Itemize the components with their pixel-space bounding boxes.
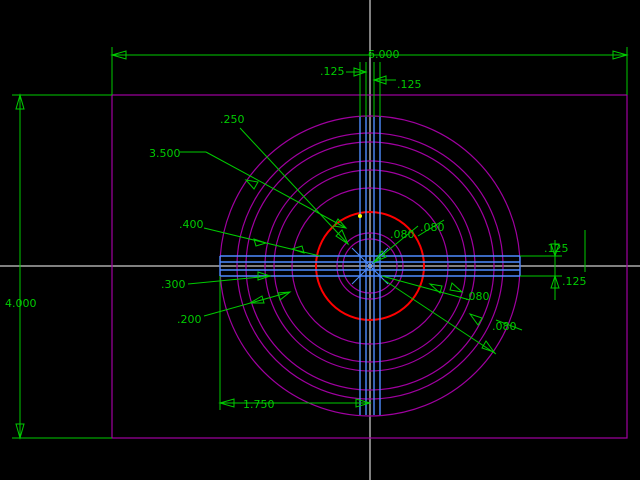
leader-200-arrow-a — [248, 295, 265, 304]
hslot-arrow-top — [550, 243, 560, 258]
leader-080-b — [417, 219, 445, 237]
leader-250-arrow — [335, 229, 350, 246]
circle-r124 — [245, 141, 495, 391]
label-slot-right: .125 — [397, 78, 422, 91]
bore-circle — [315, 211, 425, 321]
leader-250 — [239, 127, 349, 245]
label-overall-width: 6.000 — [368, 48, 400, 61]
label-radius-300: .300 — [161, 278, 186, 291]
leader-3500-arrow-b — [333, 218, 348, 229]
circle-r105 — [264, 160, 476, 372]
label-radius-250: .250 — [220, 113, 245, 126]
circle-r78 — [291, 187, 449, 345]
slot-arrow-right — [372, 75, 387, 85]
leader-right-080-b-tail — [495, 319, 523, 331]
label-offset-1750: 1.750 — [243, 398, 275, 411]
dimension-labels: 6.000 4.000 .125 .125 .250 3.500 .400 .3… — [5, 48, 587, 411]
leader-right-080-a — [381, 275, 471, 301]
label-right-080-b: .080 — [492, 320, 517, 333]
circle-r27 — [342, 238, 398, 294]
label-overall-height: 4.000 — [5, 297, 37, 310]
leader-right-080-b-arrow-1 — [468, 313, 483, 326]
label-radius-200: .200 — [177, 313, 202, 326]
leader-200 — [203, 291, 291, 317]
leader-300 — [187, 275, 271, 285]
center-diag-2 — [351, 247, 389, 285]
leader-400-arrow-b — [290, 245, 305, 254]
leader-300-arrow — [257, 271, 272, 281]
label-hslot-bottom: .125 — [562, 275, 587, 288]
leader-400-arrow-a — [253, 238, 268, 247]
snap-marker — [358, 214, 362, 218]
leader-200-arrow-b — [277, 291, 292, 301]
label-hslot-top: .125 — [544, 242, 569, 255]
leader-3500-arrow-a — [244, 179, 259, 190]
label-slot-left: .125 — [320, 65, 345, 78]
offset-arrow-left — [218, 398, 235, 408]
label-radius-400: .400 — [179, 218, 204, 231]
offset-arrow-right — [355, 398, 372, 408]
leader-right-080-b — [383, 279, 497, 355]
center-slots — [219, 117, 521, 415]
dimension-geometry — [12, 47, 629, 440]
label-small-080-b: .080 — [420, 221, 445, 234]
leader-080-a — [373, 225, 419, 263]
leader-right-080-a-arrow-1 — [428, 283, 443, 294]
label-small-080-a: .080 — [390, 228, 415, 241]
leader-right-080-a-arrow-2 — [449, 282, 464, 293]
height-arrow-top — [15, 93, 25, 110]
leader-080-a-arrow — [372, 250, 387, 264]
label-diameter-3500: 3.500 — [149, 147, 181, 160]
circle-r133 — [236, 132, 504, 400]
concentric-circles — [219, 115, 521, 417]
hslot-arrow-bottom — [550, 274, 560, 289]
leader-3500 — [205, 151, 347, 229]
circle-r33 — [336, 232, 404, 300]
width-arrow-left — [110, 50, 127, 60]
leader-right-080-b-arrow-2 — [481, 340, 496, 353]
slot-arrow-left — [353, 67, 368, 77]
circle-r96 — [273, 169, 467, 363]
width-arrow-right — [612, 50, 629, 60]
label-right-080-a: .080 — [465, 290, 490, 303]
part-outline — [111, 94, 628, 439]
height-arrow-bottom — [15, 423, 25, 440]
center-mark — [351, 247, 389, 285]
